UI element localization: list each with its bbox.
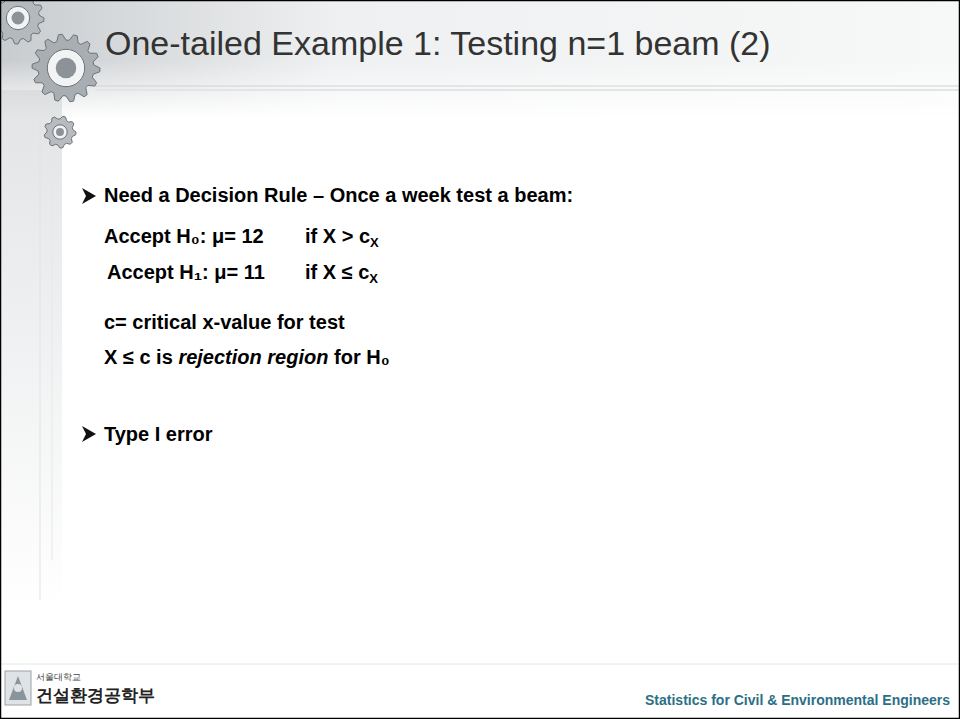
side-line	[40, 100, 41, 600]
region-text: rejection region	[178, 346, 328, 368]
course-name: Statistics for Civil & Environmental Eng…	[645, 692, 950, 708]
logo-mark	[14, 684, 22, 692]
header-rule	[95, 86, 960, 87]
decision-condition: if X ≤ c	[305, 261, 369, 283]
gear-hub	[53, 125, 67, 139]
gear-axle	[56, 58, 77, 79]
text-line: Accept H₁: μ= 11	[107, 261, 265, 284]
text-line: c= critical x-value for test	[104, 311, 345, 334]
slide-title: One-tailed Example 1: Testing n=1 beam (…	[105, 24, 771, 63]
gear-hub	[6, 6, 29, 29]
gear-axle	[12, 12, 25, 25]
text-line: Accept H₀: μ= 12	[104, 225, 264, 248]
gear	[44, 116, 76, 148]
hypothesis-text: Accept H₀: μ= 12	[104, 225, 264, 247]
university-name: 서울대학교	[36, 671, 81, 684]
hypothesis-text: Accept H₁: μ= 11	[107, 261, 265, 283]
bullet-text: Need a Decision Rule – Once a week test …	[104, 184, 573, 206]
department-name: 건설환경공학부	[36, 684, 155, 707]
gear	[0, 0, 44, 44]
header-band	[0, 0, 960, 118]
side-line	[52, 120, 53, 560]
university-logo	[5, 671, 31, 705]
header-rule	[95, 89, 960, 91]
footer-rule	[0, 664, 960, 665]
gear	[32, 34, 100, 102]
bullet-arrow	[82, 188, 96, 204]
gear-hub	[47, 49, 84, 86]
logo-mark	[9, 676, 27, 700]
bullet-arrows	[82, 188, 96, 442]
side-band	[0, 90, 62, 610]
region-text: for H₀	[334, 346, 390, 368]
text-line: Type I error	[104, 423, 213, 446]
bullet-arrow	[82, 426, 96, 442]
decision-condition: if X > c	[305, 225, 370, 247]
bullet-text: Type I error	[104, 423, 213, 445]
gear-icons	[0, 0, 100, 148]
logo-frame	[5, 671, 31, 705]
definition-text: c= critical x-value for test	[104, 311, 345, 333]
text-line: if X > cX	[305, 225, 379, 250]
gear-axle	[56, 128, 64, 136]
subscript: X	[370, 235, 379, 250]
subscript: X	[369, 271, 378, 286]
text-line: if X ≤ cX	[305, 261, 378, 286]
text-line: X ≤ c isrejection region for H₀	[104, 346, 390, 369]
region-text: X ≤ c is	[104, 346, 173, 368]
header-fade	[0, 60, 960, 118]
text-line: Need a Decision Rule – Once a week test …	[104, 184, 573, 207]
